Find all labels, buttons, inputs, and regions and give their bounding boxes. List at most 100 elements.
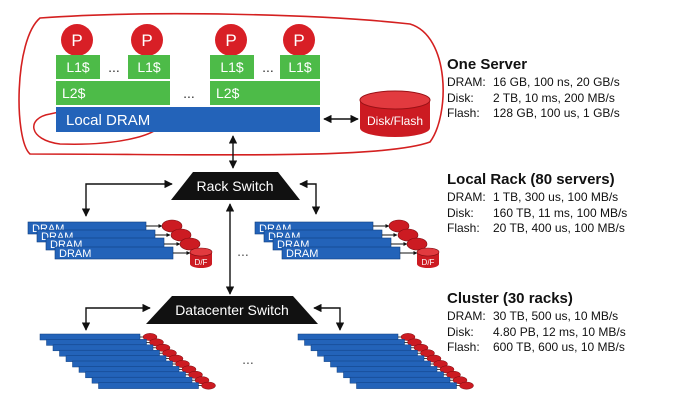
- cluster-right-arrow: [313, 303, 345, 331]
- rack-disk: [391, 237, 428, 251]
- rack-disk-label: D/F: [195, 258, 208, 267]
- spec-value: 600 TB, 600 us, 10 MB/s: [493, 340, 625, 354]
- rack-disk-main: D/F: [173, 247, 213, 268]
- l1-cache-2: L1$: [128, 55, 170, 79]
- local-dram: Local DRAM: [56, 107, 320, 132]
- server-annotation-outline: [18, 12, 444, 156]
- cluster-rack: [317, 349, 435, 358]
- spec-value: 4.80 PB, 12 ms, 10 MB/s: [493, 324, 626, 339]
- processor-label: P: [225, 31, 236, 50]
- cluster-rack: [336, 365, 455, 374]
- rack-right-arrow: [299, 179, 321, 215]
- l1-label: L1$: [220, 59, 244, 75]
- disk-flash-cylinder: Disk/Flash: [359, 90, 431, 137]
- cluster-ellipsis: ...: [242, 351, 254, 367]
- spec-row-disk: Disk: 160 TB, 11 ms, 100 MB/s: [447, 206, 677, 222]
- spec-panel-rack: Local Rack (80 servers) DRAM: 1 TB, 300 …: [447, 171, 677, 237]
- cluster-rack: [52, 343, 171, 352]
- panel-title: Local Rack (80 servers): [447, 171, 615, 188]
- spec-value: 16 GB, 100 ns, 20 GB/s: [493, 75, 620, 89]
- rack-disk: [373, 219, 410, 233]
- spec-row-dram: DRAM: 1 TB, 300 us, 100 MB/s: [447, 190, 677, 206]
- spec-label: DRAM:: [447, 190, 486, 204]
- spec-value: 1 TB, 300 us, 100 MB/s: [493, 190, 619, 204]
- processor-4: P: [283, 24, 315, 56]
- l1-cache-1: L1$: [56, 55, 100, 79]
- datacenter-switch-label: Datacenter Switch: [175, 302, 289, 318]
- rack-server-4: DRAM: [54, 246, 174, 260]
- rack-server-4: DRAM: [281, 246, 401, 260]
- spec-label: Disk:: [447, 324, 474, 339]
- local-dram-label: Local DRAM: [66, 112, 150, 129]
- rack-disk: [164, 237, 201, 251]
- processor-label: P: [141, 31, 152, 50]
- cluster-rack: [39, 333, 158, 341]
- spec-label: Flash:: [447, 221, 480, 235]
- rack-left-arrow: [81, 179, 173, 217]
- l2-cache-right: L2$: [210, 81, 320, 105]
- spec-row-dram: DRAM: 16 GB, 100 ns, 20 GB/s: [447, 75, 677, 91]
- l2-label: L2$: [216, 85, 240, 101]
- spec-label: Disk:: [447, 205, 474, 220]
- spec-value: 30 TB, 500 us, 10 MB/s: [493, 309, 619, 323]
- l1-cache-3: L1$: [210, 55, 254, 79]
- rack-dram-label: DRAM: [286, 248, 318, 260]
- cluster-rack: [98, 381, 216, 390]
- processor-label: P: [71, 31, 82, 50]
- rack-group-left: DRAM DRAM DRAM DRAM D/F: [27, 219, 213, 268]
- rack-disks-left: D/F: [146, 219, 213, 268]
- spec-value: 128 GB, 100 us, 1 GB/s: [493, 106, 620, 120]
- cluster-rack: [349, 376, 468, 385]
- rack-switch-label: Rack Switch: [196, 178, 273, 194]
- spec-label: DRAM:: [447, 309, 486, 323]
- cluster-rack: [85, 370, 203, 379]
- rack-disk: [382, 228, 419, 242]
- cluster-rack: [356, 381, 474, 390]
- datacenter-switch: Datacenter Switch: [146, 296, 318, 324]
- cluster-rack: [330, 360, 448, 368]
- rack-dram-label: DRAM: [59, 248, 91, 260]
- processor-3: P: [215, 24, 247, 56]
- spec-row-dram: DRAM: 30 TB, 500 us, 10 MB/s: [447, 309, 677, 325]
- l2-cache-left: L2$: [56, 81, 170, 105]
- spec-row-flash: Flash: 600 TB, 600 us, 10 MB/s: [447, 340, 677, 356]
- rack-ellipsis: ...: [237, 243, 249, 259]
- l2-ellipsis: ...: [183, 85, 195, 101]
- spec-value: 20 TB, 400 us, 100 MB/s: [493, 221, 625, 235]
- panel-title: One Server: [447, 56, 528, 73]
- cluster-group-left: [39, 333, 216, 390]
- spec-label: Disk:: [447, 90, 474, 105]
- panel-title: Cluster (30 racks): [447, 290, 573, 307]
- spec-row-disk: Disk: 4.80 PB, 12 ms, 10 MB/s: [447, 325, 677, 341]
- spec-panel-cluster: Cluster (30 racks) DRAM: 30 TB, 500 us, …: [447, 290, 677, 356]
- cluster-rack: [46, 338, 164, 347]
- rack-group-right: DRAM DRAM DRAM DRAM D/F: [254, 219, 440, 268]
- rack-disk-label: D/F: [422, 258, 435, 267]
- cluster-group-right: [297, 333, 474, 390]
- rack-disk-main: D/F: [400, 247, 440, 268]
- processor-1: P: [61, 24, 93, 56]
- spec-label: Flash:: [447, 340, 480, 354]
- l1-label: L1$: [288, 59, 312, 75]
- l1-label: L1$: [137, 59, 161, 75]
- cluster-left-arrow: [81, 303, 151, 331]
- l1-ellipsis-right: ...: [262, 59, 274, 75]
- rack-disk: [155, 228, 192, 242]
- l1-label: L1$: [66, 59, 90, 75]
- l1-cache-4: L1$: [280, 55, 320, 79]
- spec-row-flash: Flash: 20 TB, 400 us, 100 MB/s: [447, 221, 677, 237]
- spec-label: Flash:: [447, 106, 480, 120]
- l2-label: L2$: [62, 85, 86, 101]
- spec-value: 2 TB, 10 ms, 200 MB/s: [493, 90, 615, 105]
- spec-label: DRAM:: [447, 75, 486, 89]
- rack-disks-right: D/F: [373, 219, 440, 268]
- spec-row-flash: Flash: 128 GB, 100 us, 1 GB/s: [447, 106, 677, 122]
- spec-value: 160 TB, 11 ms, 100 MB/s: [493, 205, 628, 220]
- processor-2: P: [131, 24, 163, 56]
- spec-panel-server: One Server DRAM: 16 GB, 100 ns, 20 GB/s …: [447, 56, 677, 122]
- spec-row-disk: Disk: 2 TB, 10 ms, 200 MB/s: [447, 91, 677, 107]
- processor-label: P: [293, 31, 304, 50]
- disk-flash-label: Disk/Flash: [367, 114, 423, 128]
- l1-ellipsis-left: ...: [108, 59, 120, 75]
